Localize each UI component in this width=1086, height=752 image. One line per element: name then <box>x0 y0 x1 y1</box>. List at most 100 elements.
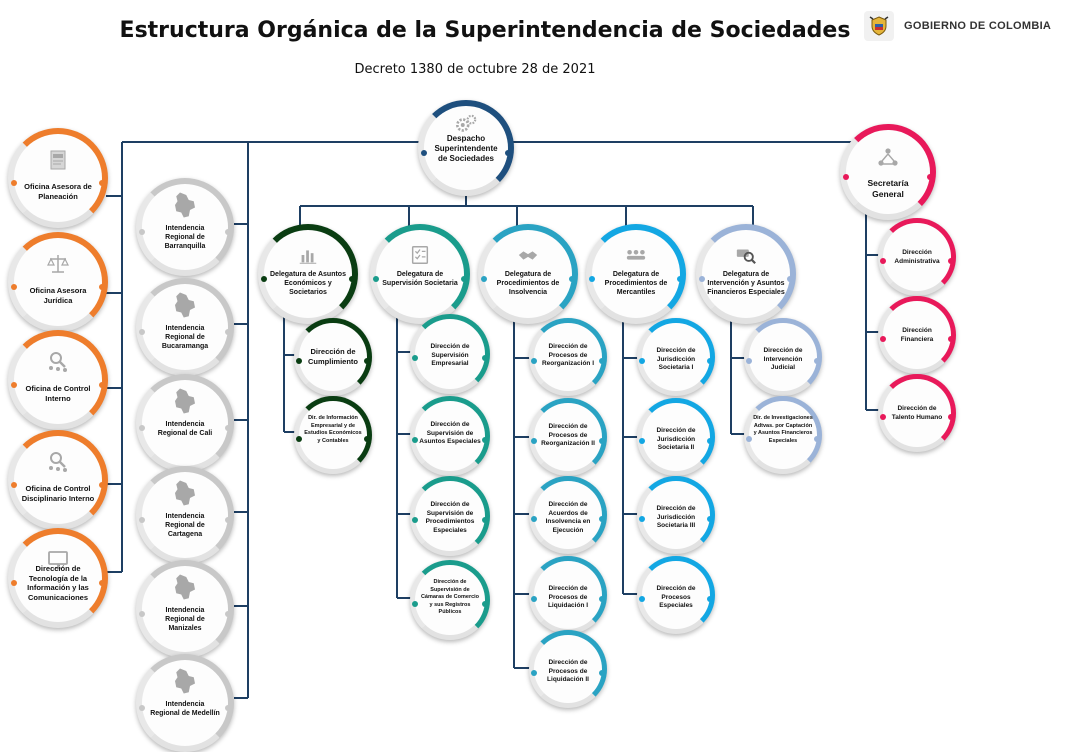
secretaria-direccion-node: Dirección Administrativa <box>878 218 956 296</box>
intendencia-node: Intendencia Regional de Cali <box>136 374 234 472</box>
node-label: Delegatura de Intervención y Asuntos Fin… <box>707 271 785 296</box>
node-right-dot <box>948 258 954 264</box>
oficina-node: Oficina Asesora Jurídica <box>8 232 108 332</box>
node-left-dot <box>261 276 267 282</box>
delegatura-node: Delegatura de Asuntos Económicos y Socie… <box>258 224 358 324</box>
secretaria-direccion-node: Dirección Financiera <box>878 296 956 374</box>
org-connector-lines <box>106 141 880 699</box>
node-right-dot <box>461 276 467 282</box>
node-right-dot <box>349 276 355 282</box>
direccion-node: Dirección de Supervisión de Procedimient… <box>410 476 490 556</box>
direccion-node: Dirección de Intervención Judicial <box>744 318 822 396</box>
node-label: Oficina Asesora Jurídica <box>29 286 87 305</box>
node-left-dot <box>531 670 537 676</box>
node-label: Dirección Financiera <box>900 327 934 343</box>
node-label: Dirección de Cumplimiento <box>308 347 358 366</box>
node-right-dot <box>482 355 488 361</box>
node-right-dot <box>787 276 793 282</box>
intendencia-node: Intendencia Regional de Barranquilla <box>136 178 234 276</box>
node-label: Dirección de Jurisdicción Societaria I <box>656 347 696 371</box>
node-left-dot <box>421 150 427 156</box>
node-right-dot <box>225 611 231 617</box>
gears-icon <box>453 112 479 138</box>
node-label: Oficina de Control Interno <box>25 384 91 403</box>
direccion-node: Dirección de Jurisdicción Societaria II <box>637 398 715 476</box>
intendencia-node: Intendencia Regional de Cartagena <box>136 466 234 564</box>
node-left-dot <box>531 516 537 522</box>
node-left-dot <box>481 276 487 282</box>
node-left-dot <box>639 516 645 522</box>
map-region-icon <box>170 190 200 220</box>
bar-chart-icon <box>297 244 319 266</box>
node-left-dot <box>412 355 418 361</box>
node-left-dot <box>11 180 17 186</box>
node-left-dot <box>139 229 145 235</box>
map-region-icon <box>170 386 200 416</box>
node-label: Intendencia Regional de Cartagena <box>165 513 205 538</box>
node-label: Dirección de Supervisión de Cámaras de C… <box>420 579 480 615</box>
node-left-dot <box>531 438 537 444</box>
node-right-dot <box>482 437 488 443</box>
direccion-node: Dirección de Supervisión Empresarial <box>410 314 490 394</box>
node-label: Intendencia Regional de Medellín <box>150 701 220 717</box>
node-right-dot <box>99 482 105 488</box>
node-label: Delegatura de Supervisión Societaria <box>382 271 458 287</box>
node-right-dot <box>814 436 820 442</box>
meeting-people-icon <box>625 244 647 266</box>
node-label: Dirección de Jurisdicción Societaria II <box>656 427 696 451</box>
money-magnifier-icon <box>735 244 757 266</box>
node-right-dot <box>99 580 105 586</box>
node-left-dot <box>639 438 645 444</box>
node-right-dot <box>707 596 713 602</box>
node-label: Intendencia Regional de Barranquilla <box>164 225 206 250</box>
node-right-dot <box>599 438 605 444</box>
node-label: Dirección de Procesos de Reorganización … <box>541 423 595 447</box>
node-right-dot <box>225 425 231 431</box>
node-right-dot <box>948 336 954 342</box>
node-left-dot <box>412 517 418 523</box>
decree-subtitle: Decreto 1380 de octubre 28 de 2021 <box>354 62 596 77</box>
node-left-dot <box>639 596 645 602</box>
node-label: Dirección de Jurisdicción Societaria III <box>656 505 696 529</box>
node-label: Intendencia Regional de Manizales <box>165 607 205 632</box>
direccion-node: Dirección de Procesos de Reorganización … <box>529 318 607 396</box>
node-right-dot <box>99 284 105 290</box>
direccion-node: Dirección de Procesos de Reorganización … <box>529 398 607 476</box>
node-left-dot <box>843 174 849 180</box>
secretaria-label: Secretaría General <box>867 178 909 199</box>
node-label: Dirección de Acuerdos de Insolvencia en … <box>545 501 591 534</box>
node-left-dot <box>412 437 418 443</box>
despacho-node: Despacho Superintendente de Sociedades <box>418 100 514 196</box>
map-region-icon <box>170 666 200 696</box>
despacho-label: Despacho Superintendente de Sociedades <box>434 134 498 163</box>
node-right-dot <box>225 329 231 335</box>
node-right-dot <box>364 436 370 442</box>
node-label: Dirección de Tecnología de la Informació… <box>27 564 89 602</box>
map-region-icon <box>170 478 200 508</box>
node-right-dot <box>569 276 575 282</box>
node-label: Dirección Administrativa <box>894 249 940 265</box>
node-right-dot <box>364 358 370 364</box>
node-label: Delegatura de Procedimientos de Mercanti… <box>604 271 668 296</box>
direccion-node: Dirección de Supervisión de Asuntos Espe… <box>410 396 490 476</box>
direccion-node: Dirección de Acuerdos de Insolvencia en … <box>529 476 607 554</box>
node-right-dot <box>225 517 231 523</box>
delegatura-node: Delegatura de Procedimientos de Insolven… <box>478 224 578 324</box>
oficina-node: Oficina de Control Interno <box>8 330 108 430</box>
direccion-node: Dirección de Procesos de Liquidación I <box>529 556 607 634</box>
node-left-dot <box>746 436 752 442</box>
secretaria-node: Secretaría General <box>840 124 936 220</box>
node-right-dot <box>225 705 231 711</box>
node-left-dot <box>531 358 537 364</box>
node-left-dot <box>139 611 145 617</box>
node-label: Dirección de Procesos Especiales <box>656 585 696 609</box>
node-left-dot <box>531 596 537 602</box>
node-left-dot <box>139 705 145 711</box>
node-left-dot <box>11 482 17 488</box>
direccion-node: Dirección de Jurisdicción Societaria I <box>637 318 715 396</box>
direccion-node: Dirección de Jurisdicción Societaria III <box>637 476 715 554</box>
node-label: Dirección de Supervisión Empresarial <box>430 343 470 367</box>
computer-icon <box>46 548 70 572</box>
plan-document-icon <box>46 148 70 172</box>
node-label: Dirección de Intervención Judicial <box>763 347 803 371</box>
